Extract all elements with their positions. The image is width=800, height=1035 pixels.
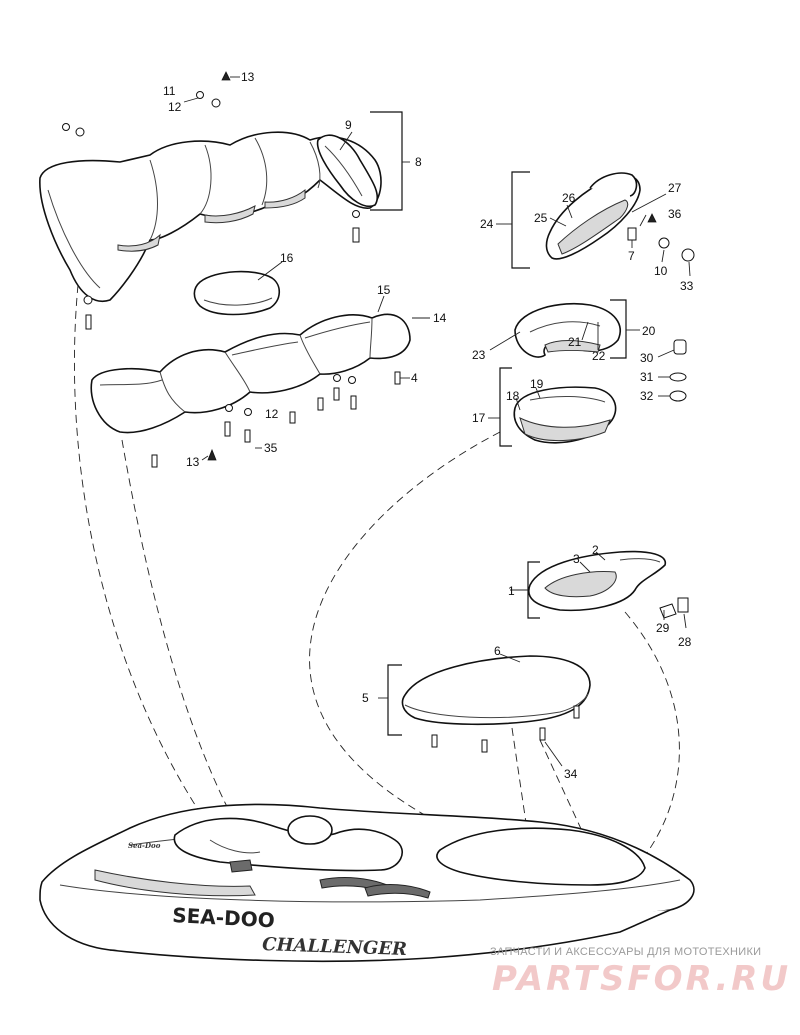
callout-13-bottom: 13 bbox=[186, 455, 200, 469]
callout-18: 18 bbox=[506, 389, 520, 403]
hull-model-text: CHALLENGER bbox=[262, 934, 408, 960]
rear-bench-seat bbox=[39, 131, 382, 302]
callout-14: 14 bbox=[433, 311, 447, 325]
callout-25: 25 bbox=[534, 211, 548, 225]
hull-branding: SEA-DOO CHALLENGER Sea-Doo bbox=[128, 841, 407, 960]
seat-pad-5 bbox=[401, 655, 591, 726]
callout-20: 20 bbox=[642, 324, 656, 338]
callout-27: 27 bbox=[668, 181, 682, 195]
callout-12-bottom: 12 bbox=[265, 407, 279, 421]
callout-29: 29 bbox=[656, 621, 670, 635]
middle-bench-seat bbox=[90, 313, 411, 434]
callout-3: 3 bbox=[573, 552, 580, 566]
callout-32: 32 bbox=[640, 389, 654, 403]
callout-17: 17 bbox=[472, 411, 486, 425]
callout-28: 28 bbox=[678, 635, 692, 649]
callout-33: 33 bbox=[680, 279, 694, 293]
callout-12-top: 12 bbox=[168, 100, 182, 114]
watermark-tagline: ЗАПЧАСТИ И АКСЕССУАРЫ ДЛЯ МОТОТЕХНИКИ bbox=[490, 946, 761, 958]
grab-handle-assembly bbox=[528, 550, 666, 612]
callout-19: 19 bbox=[530, 377, 544, 391]
hull-logo-text: SEA-DOO bbox=[172, 903, 276, 932]
callout-24: 24 bbox=[480, 217, 494, 231]
callout-30: 30 bbox=[640, 351, 654, 365]
hull-badge-text: Sea-Doo bbox=[128, 841, 161, 850]
callout-22: 22 bbox=[592, 349, 606, 363]
backrest-assembly bbox=[545, 172, 641, 260]
callout-6: 6 bbox=[494, 644, 501, 658]
callout-36: 36 bbox=[668, 207, 682, 221]
nut-icon bbox=[221, 71, 231, 81]
callout-16: 16 bbox=[280, 251, 294, 265]
watermark-logo: PARTSFOR.RU bbox=[492, 959, 791, 999]
callout-31: 31 bbox=[640, 370, 654, 384]
callout-15: 15 bbox=[377, 283, 391, 297]
callout-2: 2 bbox=[592, 543, 599, 557]
callout-4: 4 bbox=[411, 371, 418, 385]
hardware bbox=[62, 71, 695, 753]
watermark: ЗАПЧАСТИ И АКСЕССУАРЫ ДЛЯ МОТОТЕХНИКИ PA… bbox=[490, 946, 791, 999]
callout-1: 1 bbox=[508, 584, 515, 598]
callout-10: 10 bbox=[654, 264, 668, 278]
front-seat-ring bbox=[514, 302, 621, 358]
callout-23: 23 bbox=[472, 348, 486, 362]
callout-35: 35 bbox=[264, 441, 278, 455]
callout-5: 5 bbox=[362, 691, 369, 705]
callout-8: 8 bbox=[415, 155, 422, 169]
callout-7: 7 bbox=[628, 249, 635, 263]
group-brackets bbox=[370, 111, 627, 736]
seat-base-17 bbox=[513, 386, 617, 444]
callout-9: 9 bbox=[345, 118, 352, 132]
callout-13-top: 13 bbox=[241, 70, 255, 84]
callout-11: 11 bbox=[163, 84, 176, 98]
boat-hull bbox=[39, 803, 695, 963]
seat-cushion-16 bbox=[193, 270, 281, 316]
callout-26: 26 bbox=[562, 191, 576, 205]
callout-numbers: 13 11 12 9 8 16 15 14 4 12 35 13 24 25 2… bbox=[163, 70, 694, 781]
callout-34: 34 bbox=[564, 767, 578, 781]
leader-lines bbox=[183, 76, 691, 767]
callout-21: 21 bbox=[568, 335, 582, 349]
